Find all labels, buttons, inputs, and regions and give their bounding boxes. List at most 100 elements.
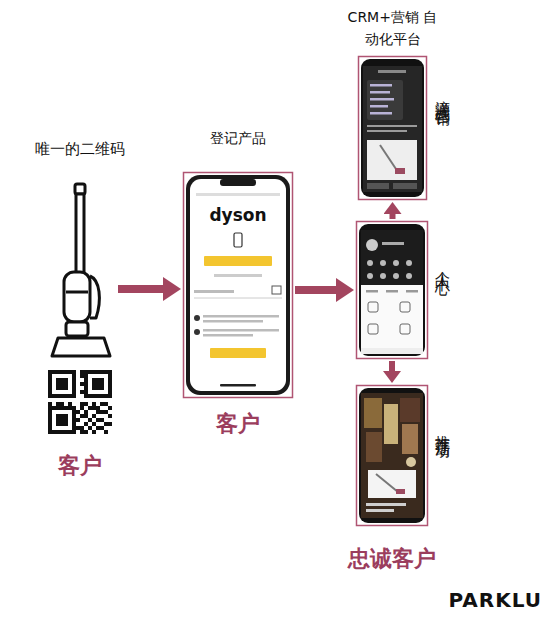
promo-phone-node: 推荐活动忠诚客户 <box>356 385 428 526</box>
phone-screen <box>361 230 423 285</box>
qr-finder-core <box>56 378 68 390</box>
terms-line <box>203 334 253 337</box>
crm-phone-illustration <box>359 57 427 200</box>
qr-background <box>48 370 112 434</box>
phone-body <box>359 388 425 523</box>
message-line <box>367 130 407 132</box>
account-phone-illustration <box>357 222 428 359</box>
flow-arrow <box>390 214 396 219</box>
qr-modules <box>48 370 112 434</box>
scan-button <box>204 256 272 266</box>
terms-line <box>203 315 279 318</box>
screenshot-frame <box>359 57 427 200</box>
chat-title <box>378 70 406 73</box>
side-label: 推荐活动 <box>433 423 452 435</box>
tab-bar <box>361 348 423 354</box>
vacuum-floor-head <box>52 338 110 356</box>
chat-bubble <box>367 80 403 120</box>
qr-caption: 唯一的二维码 <box>10 140 150 159</box>
screenshot-frame <box>357 386 428 526</box>
phone-body <box>361 59 424 197</box>
promo-phone-illustration <box>357 386 428 526</box>
account-phone-node: 个人中心 <box>356 221 428 359</box>
phone-notch <box>220 179 256 186</box>
qr-finder <box>48 370 76 398</box>
qr-finder-core <box>56 414 68 426</box>
screenshot-frame <box>184 173 293 398</box>
avatar <box>366 239 378 251</box>
step-heading: 登记产品 <box>163 130 313 148</box>
phone-icon <box>234 233 242 247</box>
photo-detail <box>406 457 416 467</box>
watermark: PARKLU <box>440 588 542 612</box>
hint-line <box>214 274 262 277</box>
phone-body <box>359 224 425 356</box>
flow-arrow <box>118 285 163 293</box>
qr-finder <box>48 406 76 434</box>
brand-logo: dyson <box>183 205 293 226</box>
photo-patch <box>364 398 382 428</box>
product-qr-node: 唯一的二维码客户 <box>44 180 116 438</box>
product-card <box>367 140 417 180</box>
thumbnail <box>393 183 417 189</box>
nav-bar <box>196 193 280 196</box>
qr-finder-gap <box>88 374 108 394</box>
loyal-customer-label: 忠诚客户 <box>332 545 452 573</box>
card-vacuum-head <box>395 168 405 174</box>
caption-line <box>366 503 406 506</box>
platform-heading: CRM+营销 自动化平台 <box>347 6 438 50</box>
register-phone-illustration <box>184 173 293 398</box>
photo-patch <box>400 398 420 422</box>
vacuum-bin <box>64 272 90 322</box>
thumbnail <box>367 183 389 189</box>
screenshot-frame <box>357 222 428 359</box>
menu-lines <box>370 84 394 115</box>
flow-arrow <box>389 361 395 371</box>
tab-labels <box>366 290 418 293</box>
qr-code <box>48 370 112 434</box>
qr-finder-gap <box>52 374 72 394</box>
qr-finder-core <box>92 378 104 390</box>
phone-screen <box>361 393 423 518</box>
card-vacuum <box>376 474 398 492</box>
message-line <box>367 125 417 127</box>
vacuum-illustration <box>52 184 110 356</box>
scan-icon <box>272 286 281 294</box>
card-vacuum-head <box>396 489 405 494</box>
check-dot <box>194 329 200 335</box>
product-card <box>368 470 416 498</box>
home-bar <box>220 384 256 387</box>
photo-patch <box>402 424 418 454</box>
terms-line <box>203 320 263 323</box>
service-icons <box>368 302 410 334</box>
photo-patch <box>366 432 382 462</box>
menu-icons <box>367 260 412 279</box>
customer-label: 客户 <box>178 410 298 438</box>
check-dot <box>194 315 200 321</box>
input-hint <box>194 290 234 293</box>
caption-line <box>366 509 394 512</box>
vacuum-bin-line <box>66 291 88 294</box>
photo-patch <box>384 404 398 444</box>
side-label: 个人中心 <box>433 259 452 271</box>
submit-button <box>210 348 266 358</box>
customer-label: 客户 <box>20 452 140 480</box>
user-name <box>382 242 404 245</box>
vacuum-base <box>66 322 88 336</box>
crm-phone-node: CRM+营销 自动化平台滴灌式营销 <box>358 56 427 200</box>
side-label: 滴灌式营销 <box>433 88 452 103</box>
vacuum-wand <box>76 194 84 274</box>
content-panel <box>361 285 423 348</box>
qr-finder-gap <box>52 410 72 430</box>
qr-finder <box>84 370 112 398</box>
input-line <box>194 298 282 299</box>
register-phone-node: 登记产品dyson客户 <box>183 172 293 398</box>
flow-arrow <box>295 286 336 294</box>
card-vacuum <box>380 145 398 172</box>
phone-screen <box>363 66 422 192</box>
terms-line <box>203 329 279 332</box>
